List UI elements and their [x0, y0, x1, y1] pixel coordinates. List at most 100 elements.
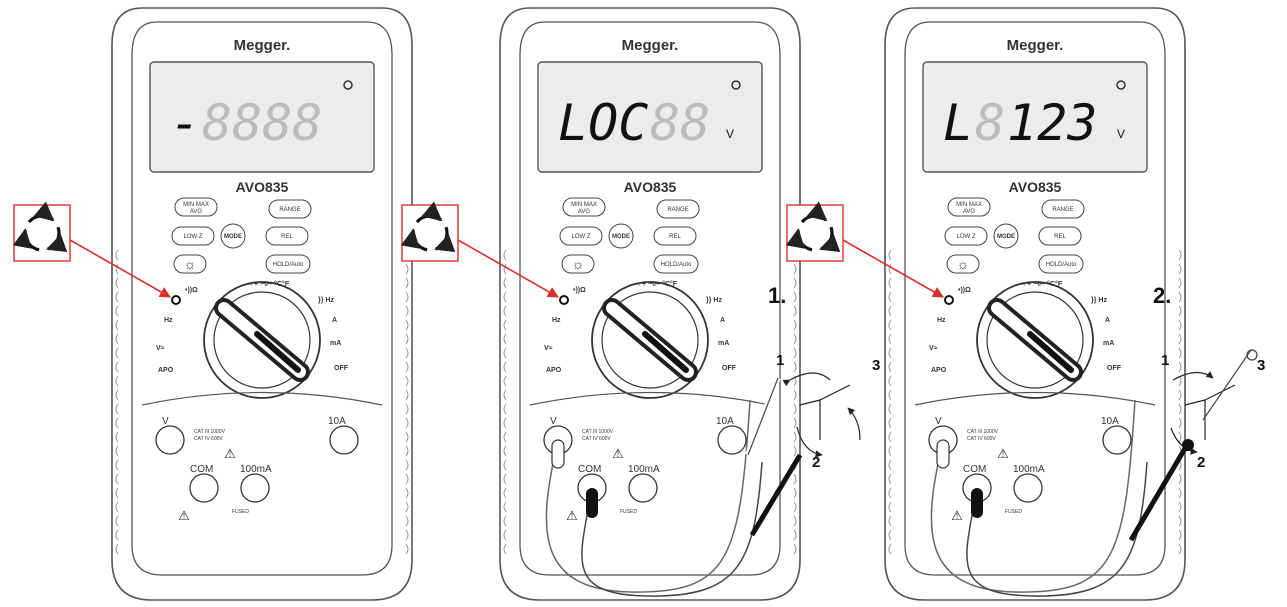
v-probe [1222, 350, 1250, 382]
grip-ridge-right [1178, 487, 1182, 499]
rotation-arc-1 [46, 226, 68, 253]
dial-vac-label: V≈ [156, 345, 165, 352]
lowz-button [559, 226, 603, 246]
grip-ridge-left [115, 277, 119, 289]
lcd-ghost-digits: 8 [975, 94, 1005, 152]
mode-button [220, 223, 246, 249]
warning-icon-lower: ⚠ [178, 508, 190, 523]
dial-off-label: OFF [334, 365, 349, 372]
lcd-screen [149, 61, 375, 173]
grip-ridge-right [1178, 543, 1182, 555]
phase-branch-1 [1184, 399, 1206, 406]
dial-pointer [1027, 331, 1074, 373]
v-probe-outline [747, 377, 779, 456]
grip-ridge-left [503, 529, 507, 541]
grip-ridge-left [888, 347, 892, 359]
minmax-button-label: MIN MAX [956, 202, 982, 208]
com-plug [586, 488, 598, 518]
com-lead-wire [581, 461, 763, 597]
rotation-arc-1 [819, 226, 841, 253]
phase-node-3: 3 [872, 357, 880, 374]
lcd-indicator-icon [731, 80, 741, 90]
grip-ridge-left [503, 263, 507, 275]
dial-ma-label: mA [330, 340, 341, 347]
grip-ridge-right [1178, 529, 1182, 541]
grip-ridge-left [115, 305, 119, 317]
phase-rotation-position-icon [559, 295, 569, 305]
grip-ridge-right [793, 347, 797, 359]
warning-icon: ⚠ [612, 446, 624, 461]
backlight-button [561, 254, 595, 274]
model-name: AVO835 [624, 179, 677, 195]
warning-icon-lower: ⚠ [951, 508, 963, 523]
dial-pointer [642, 331, 689, 373]
phase-rotation-icon [12, 201, 71, 262]
rotation-arrow-c [847, 407, 861, 441]
backlight-icon: ☼ [184, 256, 197, 272]
step-label: 2. [1153, 283, 1171, 308]
lcd-ghost-digits: 8888 [202, 94, 322, 152]
brand-logo: Megger. [622, 37, 679, 54]
lcd-indicator-icon [343, 80, 353, 90]
grip-ridge-left [888, 333, 892, 345]
dial-diode-label: →+ ⊣⊢ °C°F [247, 280, 290, 288]
dial-ohm-label: •))Ω [185, 287, 198, 294]
grip-ridge-right [405, 403, 409, 415]
grip-ridge-left [503, 459, 507, 471]
phase-node-1: 1 [1161, 352, 1169, 369]
lcd-unit: V [726, 127, 734, 141]
grip-ridge-right [793, 417, 797, 429]
a10-jack [1102, 425, 1132, 455]
v-lead-wire [545, 399, 751, 593]
grip-ridge-left [503, 347, 507, 359]
minmax-button [562, 197, 606, 217]
range-button-label: RANGE [279, 207, 300, 213]
grip-ridge-right [793, 501, 797, 513]
grip-ridge-left [503, 501, 507, 513]
a10-jack [329, 425, 359, 455]
grip-ridge-left [888, 319, 892, 331]
grip-ridge-left [888, 263, 892, 275]
grip-ridge-right [1178, 403, 1182, 415]
rotation-arrow-a [1172, 371, 1214, 381]
minmax-button [947, 197, 991, 217]
grip-ridge-left [503, 305, 507, 317]
v-plug [551, 439, 565, 469]
grip-ridge-left [503, 277, 507, 289]
grip-ridge-right [793, 319, 797, 331]
hold-button [265, 254, 311, 274]
minmax-button-label: MIN MAX [571, 202, 597, 208]
grip-ridge-left [115, 445, 119, 457]
grip-ridge-right [793, 375, 797, 387]
grip-ridge-right [1178, 249, 1182, 261]
lcd-ghost-digits: 88 [650, 94, 710, 152]
dial-ma-label: mA [718, 340, 729, 347]
dial-pointer [254, 331, 301, 373]
rotation-arc-2 [12, 228, 40, 252]
grip-ridge-right [793, 529, 797, 541]
lowz-button [944, 226, 988, 246]
grip-ridge-right [405, 445, 409, 457]
dial-vac-label: V≈ [544, 345, 553, 352]
dial-ohm-label: •))Ω [958, 287, 971, 294]
lcd-reading: 123 [1007, 94, 1097, 152]
grip-ridge-right [1178, 333, 1182, 345]
dial-diode-label: →+ ⊣⊢ °C°F [635, 280, 678, 288]
ma100-jack-label: 100mA [240, 464, 272, 475]
phase-node-2: 2 [1197, 454, 1205, 471]
com-jack-label: COM [190, 464, 213, 475]
grip-ridge-right [793, 361, 797, 373]
phase-rotation-position-icon [944, 295, 954, 305]
com-probe-tip [1182, 439, 1194, 451]
grip-ridge-right [405, 277, 409, 289]
hold-button-label: HOLD/Auto [661, 262, 692, 268]
ma100-jack [628, 473, 658, 503]
com-plug [971, 488, 983, 518]
grip-ridge-left [888, 501, 892, 513]
grip-ridge-left [503, 515, 507, 527]
minmax-button-sublabel: AVG [190, 209, 203, 215]
grip-ridge-right [793, 291, 797, 303]
grip-ridge-left [115, 487, 119, 499]
